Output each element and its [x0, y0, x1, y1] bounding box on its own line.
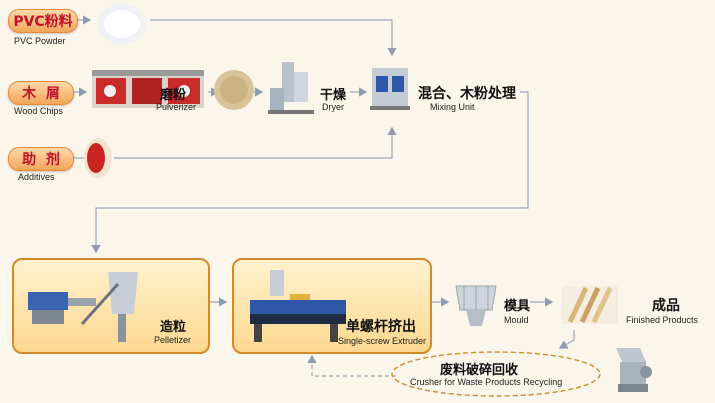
- dryer-label-zh: 干燥: [320, 88, 347, 103]
- pelletizer-label-zh: 造粒: [160, 320, 187, 335]
- crusher-label-en: Crusher for Waste Products Recycling: [410, 377, 563, 387]
- pvc-powder-label-zh: PVC粉料: [13, 14, 73, 30]
- pvc-powder-label-en: PVC Powder: [14, 36, 66, 46]
- mould-label-en: Mould: [504, 315, 529, 325]
- additives-label-en: Additives: [18, 172, 55, 182]
- additives-label-zh: 助 剂: [22, 152, 60, 168]
- mixing-label-en: Mixing Unit: [430, 102, 475, 112]
- additives-image: [82, 136, 114, 180]
- mould-image: [452, 282, 500, 330]
- pelletizer-panel: 造粒 Pelletizer: [12, 258, 210, 354]
- pelletizer-image: [28, 272, 138, 342]
- wood-chip-machine-image: [90, 68, 206, 112]
- pelletizer-label-en: Pelletizer: [154, 335, 192, 345]
- pulverizer-label-en: Pulverizer: [156, 102, 197, 112]
- pvc-powder-image: [96, 2, 148, 46]
- wood-chips-pill: 木 屑: [8, 81, 74, 105]
- finished-label-zh: 成品: [652, 298, 680, 314]
- finished-label-en: Finished Products: [626, 315, 699, 325]
- pvc-powder-pill: PVC粉料: [8, 9, 78, 33]
- wood-flour-image: [212, 68, 256, 112]
- additives-pill: 助 剂: [8, 147, 74, 171]
- pulverizer-label-zh: 磨粉: [160, 88, 187, 103]
- finished-products-image: [560, 282, 620, 328]
- mould-label-zh: 模具: [504, 299, 531, 314]
- crusher-label-zh: 废料破碎回收: [440, 363, 519, 378]
- extruder-label-zh: 单螺杆挤出: [346, 319, 416, 335]
- wood-chips-label-en: Wood Chips: [14, 106, 63, 116]
- extruder-label-en: Single-screw Extruder: [338, 336, 427, 346]
- mixing-unit-image: [366, 62, 414, 114]
- mixing-label-zh: 混合、木粉处理: [418, 86, 516, 102]
- wood-chips-label-zh: 木 屑: [22, 86, 60, 102]
- crusher-image: [610, 344, 656, 398]
- extruder-panel: 单螺杆挤出 Single-screw Extruder: [232, 258, 432, 354]
- extruder-image: [250, 270, 346, 342]
- dryer-label-en: Dryer: [322, 102, 344, 112]
- dryer-image: [264, 58, 318, 118]
